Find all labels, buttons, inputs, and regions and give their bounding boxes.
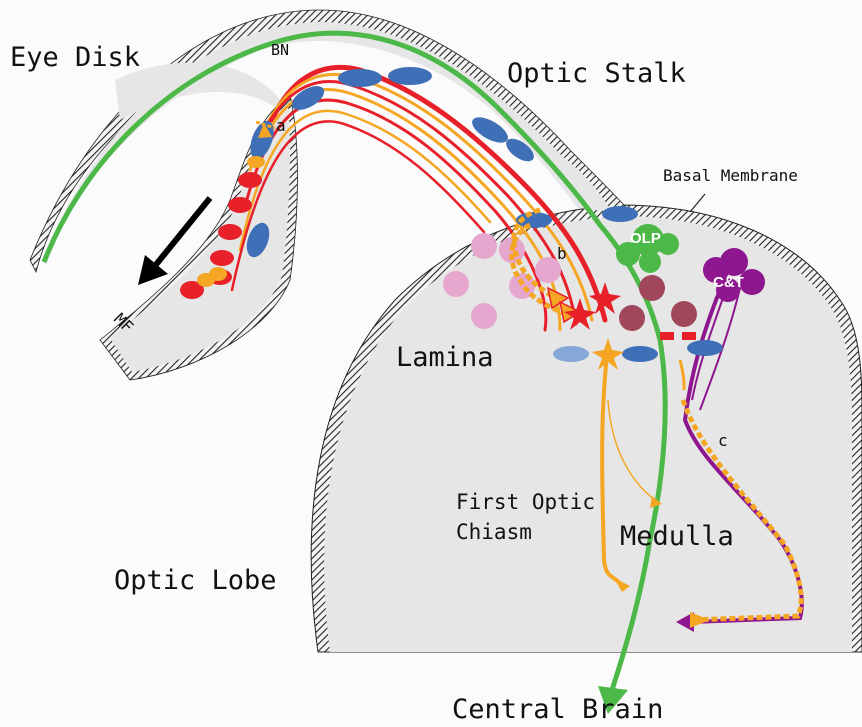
eye-disk-label: Eye Disk xyxy=(10,42,140,73)
chiasm-label-line2: Chiasm xyxy=(456,520,532,544)
label-b: b xyxy=(557,244,567,263)
basal-membrane-label: Basal Membrane xyxy=(663,166,798,185)
optic-lobe-label: Optic Lobe xyxy=(114,565,277,596)
central-brain-label: Central Brain xyxy=(452,694,663,725)
label-a: a xyxy=(276,116,286,135)
label-c: c xyxy=(718,431,728,450)
bn-label: BN xyxy=(271,41,289,59)
lamina-label: Lamina xyxy=(396,342,494,373)
optic-stalk-label: Optic Stalk xyxy=(507,58,686,89)
chiasm-label-line1: First Optic xyxy=(456,490,595,514)
olp-label: OLP xyxy=(630,230,661,247)
red-terminal-2 xyxy=(682,332,696,340)
basal-membrane-leader xyxy=(690,194,705,212)
medulla-label: Medulla xyxy=(620,521,734,552)
red-terminal-1 xyxy=(660,332,674,340)
ct-label: C&T xyxy=(713,274,744,291)
